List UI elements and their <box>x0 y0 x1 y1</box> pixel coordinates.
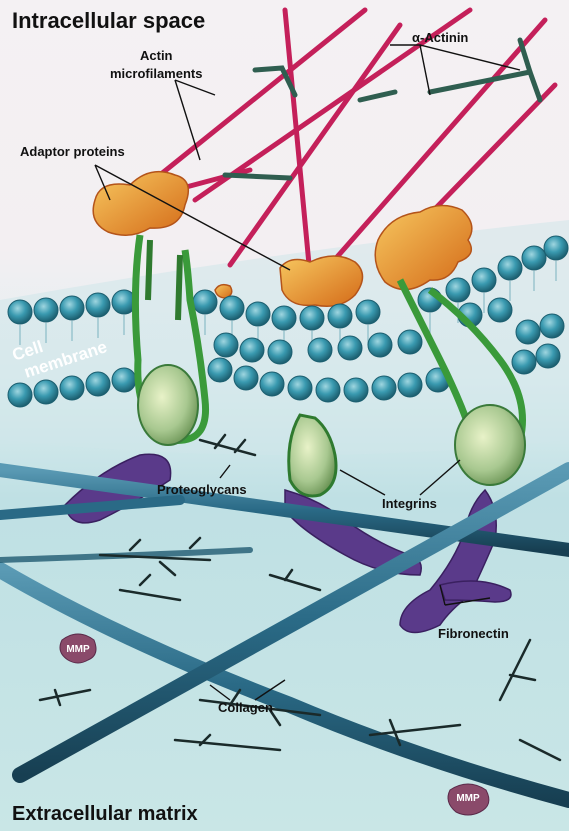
mmp-left: MMP <box>60 634 96 663</box>
mmp-left-label: MMP <box>66 644 90 655</box>
label-fibronectin: Fibronectin <box>438 626 509 641</box>
label-collagen: Collagen <box>218 700 273 715</box>
title-top: Intracellular space <box>12 8 205 33</box>
label-actin-line1: Actin <box>140 48 173 63</box>
label-adaptor-proteins: Adaptor proteins <box>20 144 125 159</box>
mmp-right: MMP <box>448 784 489 815</box>
title-bottom: Extracellular matrix <box>12 803 198 825</box>
mmp-right-label: MMP <box>456 793 480 804</box>
label-alpha-actinin: α-Actinin <box>412 30 468 45</box>
label-actin-line2: microfilaments <box>110 66 202 81</box>
label-integrins: Integrins <box>382 496 437 511</box>
label-proteoglycans: Proteoglycans <box>157 482 247 497</box>
